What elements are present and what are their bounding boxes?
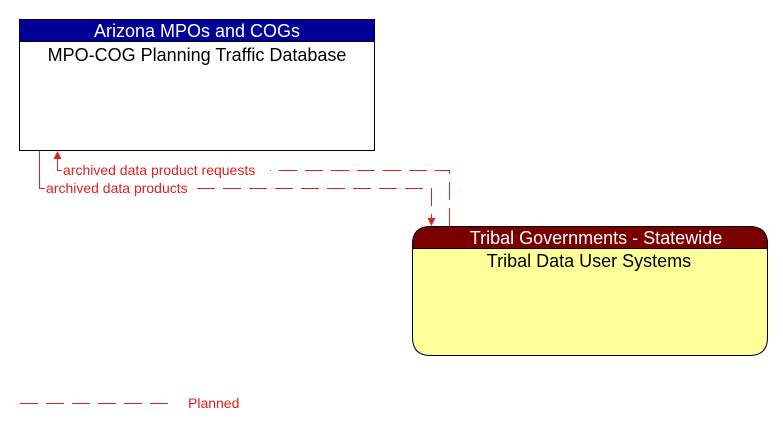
flow-requests-arrowhead	[53, 151, 62, 159]
tribal-group-label: Tribal Governments - Statewide	[470, 228, 722, 248]
flow-archived-data-product-requests[interactable]: archived data product requests	[53, 151, 450, 226]
flow-products-arrowhead	[427, 218, 436, 226]
flow-requests-line-tail	[57, 159, 62, 171]
arizona-system-label: MPO-COG Planning Traffic Database	[48, 45, 347, 65]
arizona-box-header	[19, 19, 375, 42]
legend: Planned	[20, 395, 239, 411]
flow-requests-label: archived data product requests	[63, 162, 255, 178]
flow-products-line	[197, 188, 432, 218]
arizona-group-label: Arizona MPOs and COGs	[94, 21, 300, 41]
legend-planned-label: Planned	[188, 395, 239, 411]
flow-products-label: archived data products	[46, 180, 188, 196]
flow-archived-data-products[interactable]: archived data products	[39, 151, 436, 226]
tribal-system-label: Tribal Data User Systems	[487, 251, 691, 271]
flow-products-line-start	[39, 151, 45, 189]
tribal-data-user-box[interactable]: Tribal Governments - Statewide Tribal Da…	[412, 226, 768, 356]
arizona-mpo-cog-box[interactable]: Arizona MPOs and COGs MPO-COG Planning T…	[19, 19, 375, 151]
flow-requests-line	[270, 170, 450, 226]
tribal-box-header	[412, 226, 768, 249]
